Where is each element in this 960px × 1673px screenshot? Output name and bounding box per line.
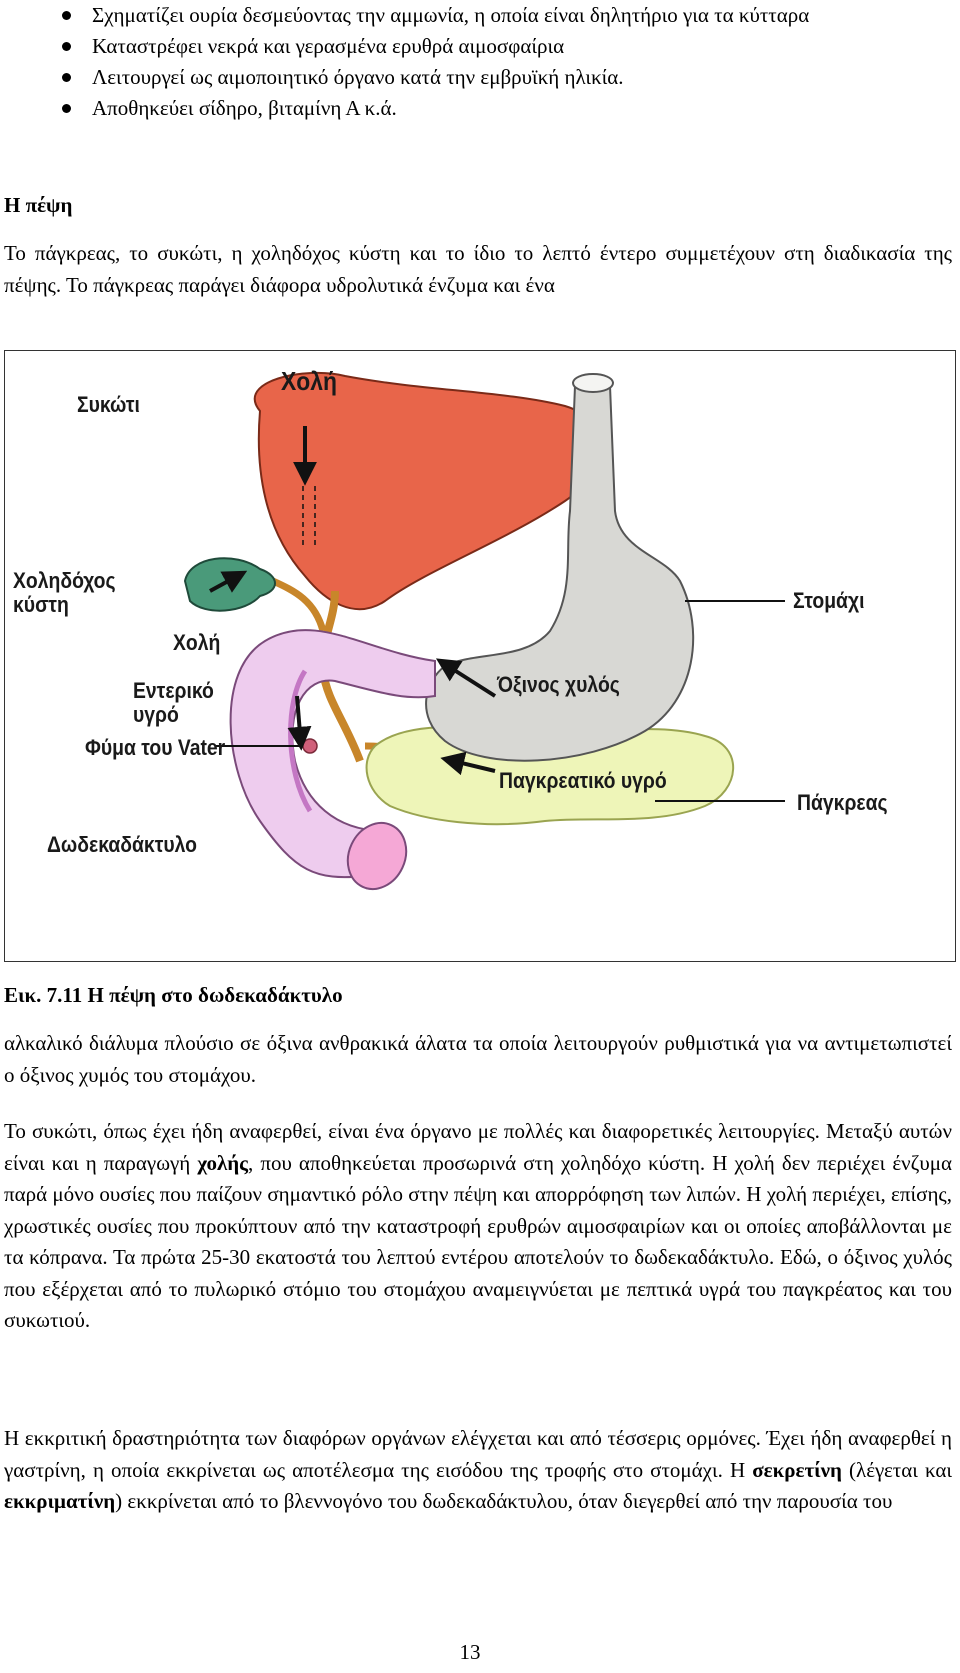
list-item: Αποθηκεύει σίδηρο, βιταμίνη Α κ.ά. xyxy=(52,93,952,124)
label-pancreas: Πάγκρεας xyxy=(797,790,888,815)
paragraph-alkaline: αλκαλικό διάλυμα πλούσιο σε όξινα ανθρακ… xyxy=(4,1031,952,1087)
label-bile-side: Χολή xyxy=(173,630,221,655)
label-gallbladder: Χοληδόχος κύστη xyxy=(13,568,116,617)
label-duodenum: Δωδεκαδάκτυλο xyxy=(47,832,197,857)
list-item-text: Αποθηκεύει σίδηρο, βιταμίνη Α κ.ά. xyxy=(92,96,397,120)
text-run: , που αποθηκεύεται προσωρινά στη χοληδόχ… xyxy=(4,1150,952,1333)
page-number: 13 xyxy=(459,1640,481,1664)
label-intestinal-fluid: Εντερικό υγρό xyxy=(133,678,214,727)
text-run: (λέγεται και xyxy=(841,1457,953,1482)
text-run: Η εκκριτική δραστηριότητα των διαφόρων ο… xyxy=(4,1426,952,1482)
list-item: Σχηματίζει ουρία δεσμεύοντας την αμμωνία… xyxy=(52,0,952,31)
esophagus-opening xyxy=(572,373,614,393)
section-heading: Η πέψη xyxy=(4,193,73,217)
bullet-dot xyxy=(62,104,71,113)
gallbladder-arrow xyxy=(209,570,248,593)
bold-term-ekkrimatini: εκκριματίνη xyxy=(4,1489,116,1513)
paragraph-hormones: Η εκκριτική δραστηριότητα των διαφόρων ο… xyxy=(4,1423,952,1518)
label-bile-top: Χολή xyxy=(281,366,337,396)
text-run: ) εκκρίνεται από το βλεννογόνο του δωδεκ… xyxy=(115,1489,893,1513)
figure-caption: Εικ. 7.11 Η πέψη στο δωδεκαδάκτυλο xyxy=(4,983,343,1007)
stomach-shape xyxy=(425,377,695,762)
list-item: Λειτουργεί ως αιμοποιητικό όργανο κατά τ… xyxy=(52,62,952,93)
list-item: Καταστρέφει νεκρά και γερασμένα ερυθρά α… xyxy=(52,31,952,62)
bullet-dot xyxy=(62,42,71,51)
label-liver: Συκώτι xyxy=(77,392,140,417)
label-pancreatic-juice: Παγκρεατικό υγρό xyxy=(499,768,667,793)
paragraph-intro: Το πάγκρεας, το συκώτι, η χοληδόχος κύστ… xyxy=(4,241,952,297)
gallbladder-shape xyxy=(183,557,276,612)
text-run: Το συκώτι, όπως έχει ήδη αναφερθεί, είνα… xyxy=(4,1119,952,1175)
bullet-dot xyxy=(62,73,71,82)
bullet-dot xyxy=(62,11,71,20)
digestion-figure: Συκώτι Χολή Χοληδόχος κύστη Χολή Εντερικ… xyxy=(4,350,956,962)
bullet-list: Σχηματίζει ουρία δεσμεύοντας την αμμωνία… xyxy=(52,0,952,124)
chyme-arrow xyxy=(435,658,497,698)
list-item-text: Λειτουργεί ως αιμοποιητικό όργανο κατά τ… xyxy=(92,65,624,89)
paragraph-liver: Το συκώτι, όπως έχει ήδη αναφερθεί, είνα… xyxy=(4,1116,952,1337)
duodenum-opening xyxy=(346,821,408,891)
bold-term-secretin: σεκρετίνη xyxy=(752,1457,842,1482)
label-stomach: Στομάχι xyxy=(793,588,865,613)
list-item-text: Σχηματίζει ουρία δεσμεύοντας την αμμωνία… xyxy=(92,3,810,27)
label-vater: Φύμα του Vater xyxy=(85,735,226,760)
vater-papilla xyxy=(302,738,318,754)
label-chyme: Όξινος χυλός xyxy=(497,672,620,697)
cystic-duct xyxy=(271,577,327,633)
pancreatic-arrow xyxy=(440,751,496,776)
bold-term-bile: χολής xyxy=(197,1150,249,1175)
intestinal-arrow xyxy=(287,695,312,751)
liver-shape xyxy=(253,371,602,611)
digestion-illustration xyxy=(183,371,785,891)
list-item-text: Καταστρέφει νεκρά και γερασμένα ερυθρά α… xyxy=(92,34,565,58)
